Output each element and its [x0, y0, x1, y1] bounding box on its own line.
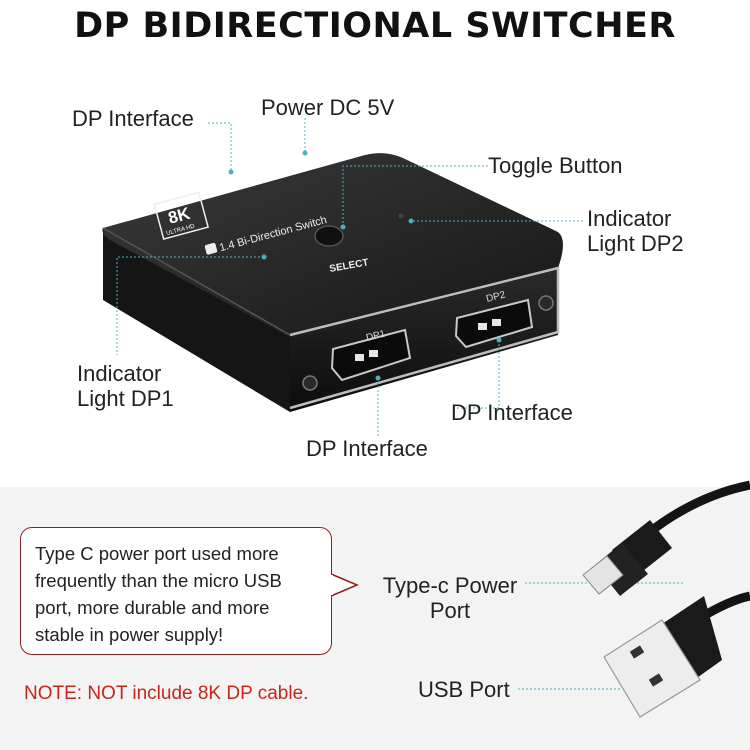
label-indicator-dp2-line2: Light DP2 [587, 231, 684, 256]
usb-cable [603, 591, 750, 718]
toggle-button [314, 225, 344, 247]
label-usb-port: USB Port [418, 677, 510, 702]
dp1-port: DP1 [330, 328, 412, 382]
label-typec-port: Type-c Power Port [374, 573, 526, 623]
label-dp-interface-bottom: DP Interface [306, 436, 428, 461]
label-indicator-dp1-line1: Indicator [77, 361, 162, 386]
leader-lines [116, 118, 683, 690]
switch-device: DP1 DP2 8K ULTRA HD 1.4 Bi-Direction Swi… [102, 153, 564, 412]
dp2-port: DP2 [454, 289, 534, 349]
label-typec-line2: Port [429, 598, 471, 623]
label-toggle-button: Toggle Button [488, 153, 623, 178]
callout-pointer [331, 573, 359, 597]
dp-logo-icon [204, 242, 218, 255]
label-power: Power DC 5V [261, 95, 395, 120]
label-indicator-dp1: Indicator Light DP1 [77, 361, 174, 411]
label-indicator-dp2-line1: Indicator [587, 206, 672, 231]
label-indicator-dp2: Indicator Light DP2 [587, 206, 684, 256]
label-indicator-dp1-line2: Light DP1 [77, 386, 174, 411]
label-typec-line1: Type-c Power [382, 573, 518, 598]
label-dp-interface-top: DP Interface [72, 106, 194, 131]
dp2-label: DP2 [485, 289, 507, 304]
screw-icon [538, 295, 554, 311]
callout-box: Type C power port used more frequently t… [20, 527, 332, 655]
dp1-label: DP1 [365, 328, 387, 343]
indicator-dp2 [398, 213, 404, 219]
screw-icon [302, 375, 318, 391]
note-text: NOTE: NOT include 8K DP cable. [24, 683, 309, 704]
page-title: DP BIDIRECTIONAL SWITCHER [74, 6, 676, 46]
typec-cable [582, 480, 750, 596]
label-dp-interface-right: DP Interface [451, 400, 573, 425]
